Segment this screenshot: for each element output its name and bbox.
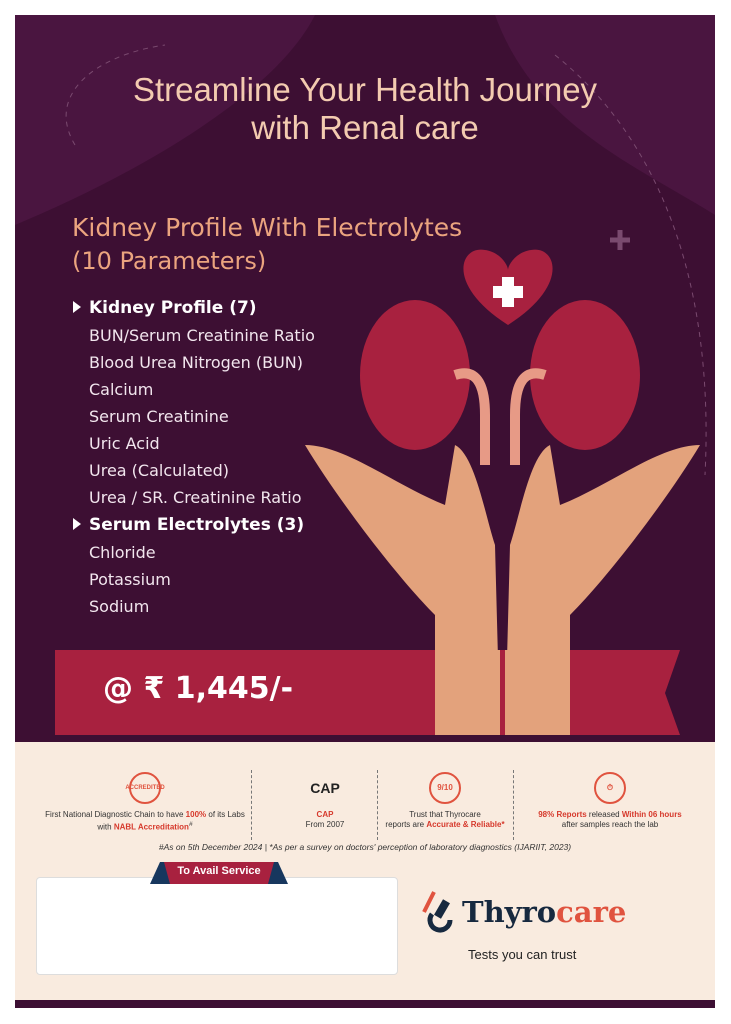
badge-text: First National Diagnostic Chain to have bbox=[45, 810, 186, 819]
badge-highlight: Within 06 hours bbox=[621, 810, 682, 819]
headline-line-2: with Renal care bbox=[251, 109, 479, 146]
group-header-label: Kidney Profile (7) bbox=[89, 298, 257, 318]
group-header: Kidney Profile (7) bbox=[73, 294, 315, 322]
list-item: Blood Urea Nitrogen (BUN) bbox=[89, 353, 303, 372]
bottom-strip bbox=[15, 1000, 715, 1008]
brand-part-2: care bbox=[556, 895, 627, 929]
brand-part-1: Thyro bbox=[462, 895, 557, 929]
caret-right-icon bbox=[73, 518, 81, 530]
caret-right-icon bbox=[73, 301, 81, 313]
cap-logo-icon: CAP bbox=[310, 780, 340, 796]
badge-reports: ⏱ 98% Reports released Within 06 hours a… bbox=[520, 772, 700, 830]
microscope-drop-icon bbox=[422, 891, 453, 933]
list-item: Sodium bbox=[89, 597, 150, 616]
headline-line-1: Streamline Your Health Journey bbox=[132, 71, 598, 108]
badge-highlight: 100% bbox=[185, 810, 207, 819]
list-item: Chloride bbox=[89, 543, 156, 562]
clock-icon: ⏱ bbox=[594, 772, 626, 804]
list-item: Serum Creatinine bbox=[89, 407, 229, 426]
heart-icon bbox=[463, 249, 553, 325]
badge-highlight: NABL Accreditation bbox=[113, 822, 189, 832]
headline: Streamline Your Health Journey with Rena… bbox=[15, 71, 715, 147]
list-item: Urea (Calculated) bbox=[89, 461, 230, 480]
list-item: Potassium bbox=[89, 570, 171, 589]
background-illustration bbox=[15, 15, 715, 735]
kidney-illustration bbox=[360, 300, 640, 465]
list-item: BUN/Serum Creatinine Ratio bbox=[89, 326, 315, 345]
divider bbox=[377, 770, 378, 840]
service-contact-box bbox=[36, 877, 398, 975]
profile-name: Kidney Profile With Electrolytes bbox=[72, 213, 463, 242]
parameter-list: Kidney Profile (7) BUN/Serum Creatinine … bbox=[73, 294, 315, 620]
badge-highlight: 98% Reports bbox=[538, 810, 587, 819]
badge-nabl: ACCREDITED First National Diagnostic Cha… bbox=[45, 772, 245, 833]
badge-doctors: 9/10 Trust that Thyrocare reports are Ac… bbox=[380, 772, 510, 830]
brand-tagline: Tests you can trust bbox=[468, 947, 577, 962]
list-item: Calcium bbox=[89, 380, 154, 399]
badge-cap: CAP CAP From 2007 bbox=[275, 772, 375, 830]
divider bbox=[513, 770, 514, 840]
list-item: Urea / SR. Creatinine Ratio bbox=[89, 488, 302, 507]
thyrocare-logo: Thyrocare bbox=[422, 890, 626, 934]
badge-title: CAP bbox=[316, 810, 334, 819]
badge-text: From 2007 bbox=[305, 820, 345, 829]
profile-params: (10 Parameters) bbox=[72, 247, 267, 275]
price: @ ₹ 1,445/- bbox=[103, 671, 294, 706]
footnote: #As on 5th December 2024 | *As per a sur… bbox=[158, 842, 572, 852]
divider bbox=[251, 770, 252, 840]
group-header-label: Serum Electrolytes (3) bbox=[89, 515, 305, 535]
badge-text: Trust that Thyrocare bbox=[409, 810, 481, 819]
badge-text: after samples reach the lab bbox=[561, 820, 659, 829]
badge-text: reports are bbox=[385, 820, 427, 829]
avail-service-tab bbox=[150, 862, 288, 884]
group-header: Serum Electrolytes (3) bbox=[73, 511, 315, 539]
badge-highlight: Accurate & Reliable* bbox=[426, 820, 505, 829]
badge-text: released bbox=[586, 810, 622, 819]
poster: Streamline Your Health Journey with Rena… bbox=[15, 15, 715, 1008]
avail-service-label: To Avail Service bbox=[177, 865, 261, 877]
badge-text: of its Labs with bbox=[97, 810, 245, 832]
nine-of-ten-doctors-icon: 9/10 bbox=[429, 772, 461, 804]
badge-footnote-mark: # bbox=[188, 821, 193, 828]
accredited-stamp-icon: ACCREDITED bbox=[125, 772, 165, 804]
list-item: Uric Acid bbox=[89, 434, 160, 453]
